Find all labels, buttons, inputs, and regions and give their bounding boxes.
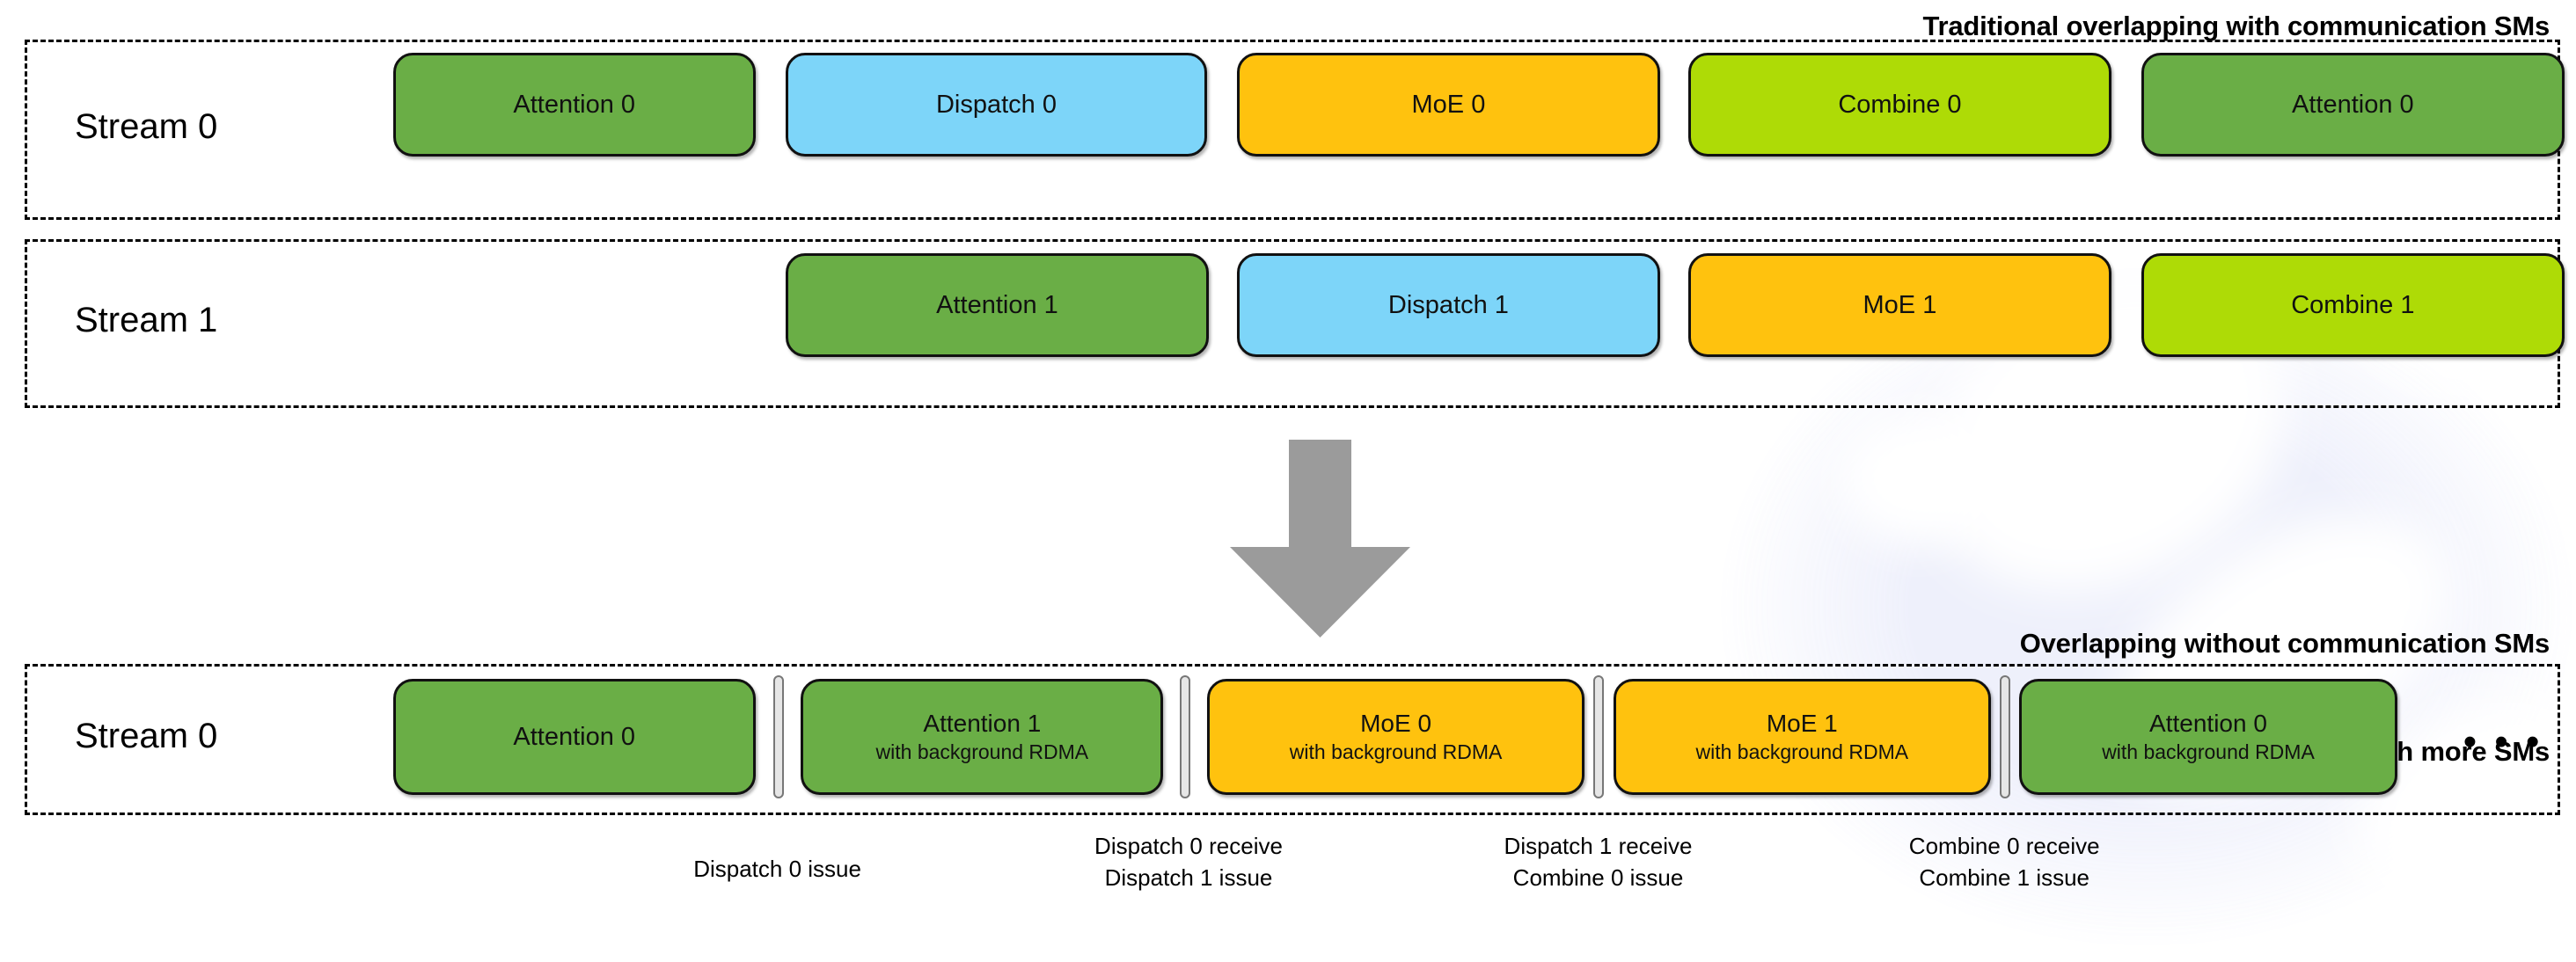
task-box-combine-0[interactable]: Combine 0 — [1688, 53, 2111, 157]
task-box-sublabel: with background RDMA — [2102, 740, 2315, 763]
task-box-attention-0[interactable]: Attention 0 — [392, 679, 756, 795]
task-box-label: Combine 1 — [2291, 290, 2415, 319]
stream-label: Stream 0 — [75, 717, 218, 755]
task-box-attention-0[interactable]: Attention 0 — [2141, 53, 2565, 157]
kernel-separator — [772, 675, 784, 798]
timeline-caption-line: Combine 1 issue — [1919, 864, 2090, 891]
task-box-attention-1[interactable]: Attention 1 with background RDMA — [801, 679, 1164, 795]
down-arrow-icon — [1230, 440, 1410, 638]
task-box-combine-1[interactable]: Combine 1 — [2141, 253, 2565, 357]
stream-label: Stream 0 — [75, 106, 218, 146]
stream-label: Stream 1 — [75, 301, 218, 339]
task-box-label: Attention 0 — [513, 90, 636, 119]
timeline-caption-line: Dispatch 0 issue — [693, 856, 861, 882]
task-box-moe-0[interactable]: MoE 0 — [1237, 53, 1660, 157]
traditional-section-title: Traditional overlapping with communicati… — [1922, 11, 2550, 41]
task-box-label: Attention 0 — [513, 722, 636, 751]
ellipsis-indicator: • • • — [2463, 720, 2543, 763]
task-box-label: MoE 1 — [1766, 709, 1838, 737]
timeline-caption: Dispatch 0 issue — [693, 854, 861, 885]
task-box-label: Combine 0 — [1838, 90, 1962, 119]
task-box-dispatch-0[interactable]: Dispatch 0 — [786, 53, 1207, 157]
watermark-blob — [1839, 413, 1997, 545]
optimized-title-line-1: Overlapping without communication SMs — [2019, 627, 2550, 659]
task-box-label: Dispatch 1 — [1387, 290, 1509, 319]
task-box-moe-1[interactable]: MoE 1 — [1688, 253, 2111, 357]
timeline-caption-line: Combine 0 receive — [1908, 833, 2100, 859]
task-box-sublabel: with background RDMA — [875, 740, 1089, 763]
timeline-caption-line: Dispatch 1 receive — [1504, 833, 1693, 859]
task-box-label: MoE 1 — [1862, 290, 1937, 319]
task-box-label: Attention 0 — [2149, 709, 2267, 737]
kernel-separator — [1593, 675, 1605, 798]
task-box-sublabel: with background RDMA — [1695, 740, 1909, 763]
task-box-attention-0[interactable]: Attention 0 — [392, 53, 756, 157]
task-box-moe-1[interactable]: MoE 1 with background RDMA — [1613, 679, 1991, 795]
task-box-attention-1[interactable]: Attention 1 — [786, 253, 1209, 357]
timeline-caption-line: Dispatch 1 issue — [1104, 864, 1273, 891]
task-box-attention-0[interactable]: Attention 0 with background RDMA — [2019, 679, 2397, 795]
kernel-separator — [1180, 675, 1191, 798]
kernel-separator — [2000, 675, 2011, 798]
task-box-label: MoE 0 — [1411, 90, 1486, 119]
task-box-moe-0[interactable]: MoE 0 with background RDMA — [1206, 679, 1585, 795]
task-box-dispatch-1[interactable]: Dispatch 1 — [1237, 253, 1660, 357]
timeline-caption-line: Dispatch 0 receive — [1094, 833, 1283, 859]
task-box-label: Attention 0 — [2292, 90, 2414, 119]
task-box-label: Dispatch 0 — [935, 90, 1057, 119]
task-box-label: Attention 1 — [936, 290, 1058, 319]
task-box-sublabel: with background RDMA — [1289, 740, 1503, 763]
task-box-label: MoE 0 — [1360, 709, 1432, 737]
task-box-label: Attention 1 — [923, 709, 1042, 737]
timeline-caption-line: Combine 0 issue — [1512, 864, 1684, 891]
